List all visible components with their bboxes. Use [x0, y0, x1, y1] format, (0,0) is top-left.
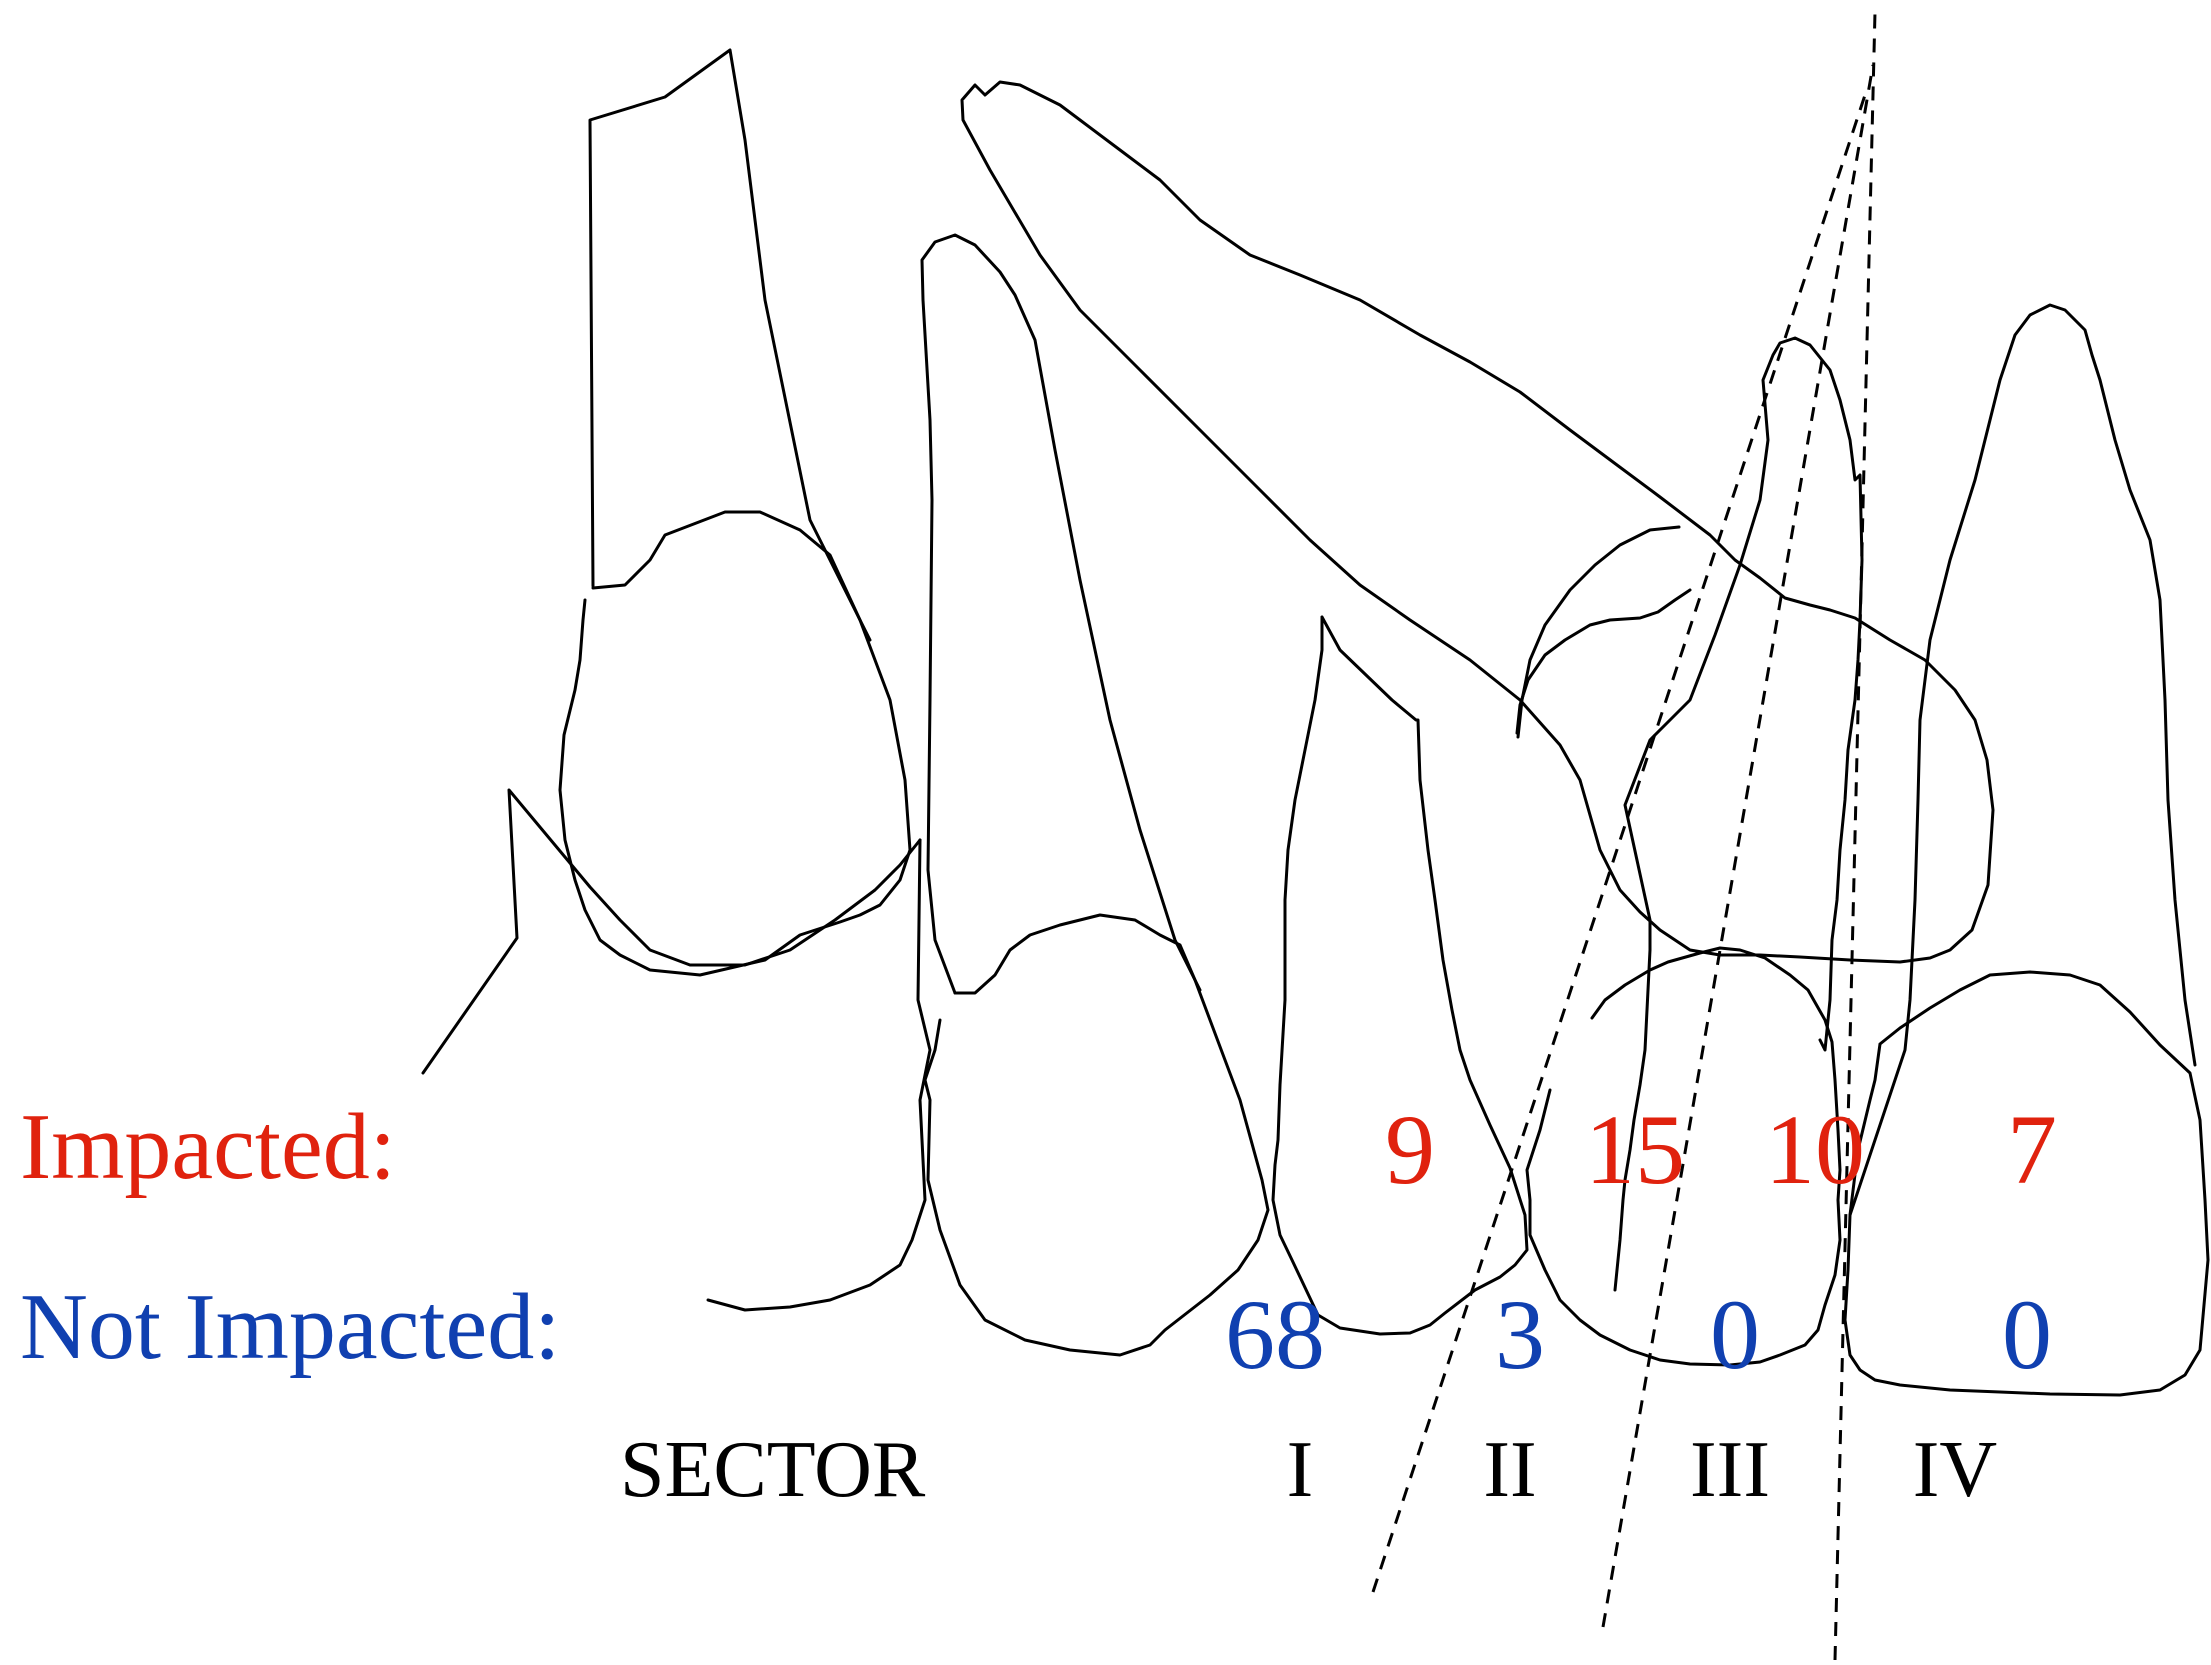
central-incisor-crown-outline — [1525, 946, 1842, 1367]
sector-label-iv: IV — [1912, 1426, 1998, 1514]
not-impacted-count-sector-iv: 0 — [2002, 1279, 2052, 1390]
impacted-count-sector-ii: 15 — [1585, 1094, 1685, 1205]
sector-divider-2 — [1601, 64, 1875, 1628]
impacted-row-label: Impacted: — [20, 1095, 396, 1199]
not-impacted-row-label: Not Impacted: — [20, 1275, 561, 1379]
not-impacted-count-sector-ii: 3 — [1495, 1279, 1545, 1390]
impacted-count-sector-i: 9 — [1385, 1094, 1435, 1205]
not-impacted-count-sector-iii: 0 — [1710, 1279, 1760, 1390]
not-impacted-count-sector-i: 68 — [1225, 1279, 1325, 1390]
canine-root-outline — [920, 233, 1202, 995]
impacted-crown-outline — [1515, 588, 1692, 735]
sector-label-iii: III — [1690, 1426, 1770, 1514]
canine-crown-outline — [923, 913, 1270, 1357]
impacted-crown-outline-2 — [1516, 525, 1681, 739]
impacted-count-sector-iii: 10 — [1765, 1094, 1865, 1205]
jaw-outline — [421, 788, 922, 1075]
sector-label-i: I — [1286, 1426, 1314, 1514]
premolar-crown-outline — [558, 510, 912, 977]
jaw-lower-outline — [706, 838, 932, 1312]
central-incisor-root-outline — [1613, 336, 1864, 1292]
lateral-incisor-outline — [1271, 615, 1529, 1336]
sector-heading: SECTOR — [620, 1426, 926, 1514]
right-incisor-root-outline — [1848, 303, 2197, 1217]
sector-label-ii: II — [1483, 1426, 1537, 1514]
impacted-tooth-outline — [960, 80, 1995, 964]
sector-divider-3 — [1833, 11, 1877, 1661]
right-incisor-outline — [1843, 970, 2210, 1397]
impacted-count-sector-iv: 7 — [2007, 1094, 2057, 1205]
